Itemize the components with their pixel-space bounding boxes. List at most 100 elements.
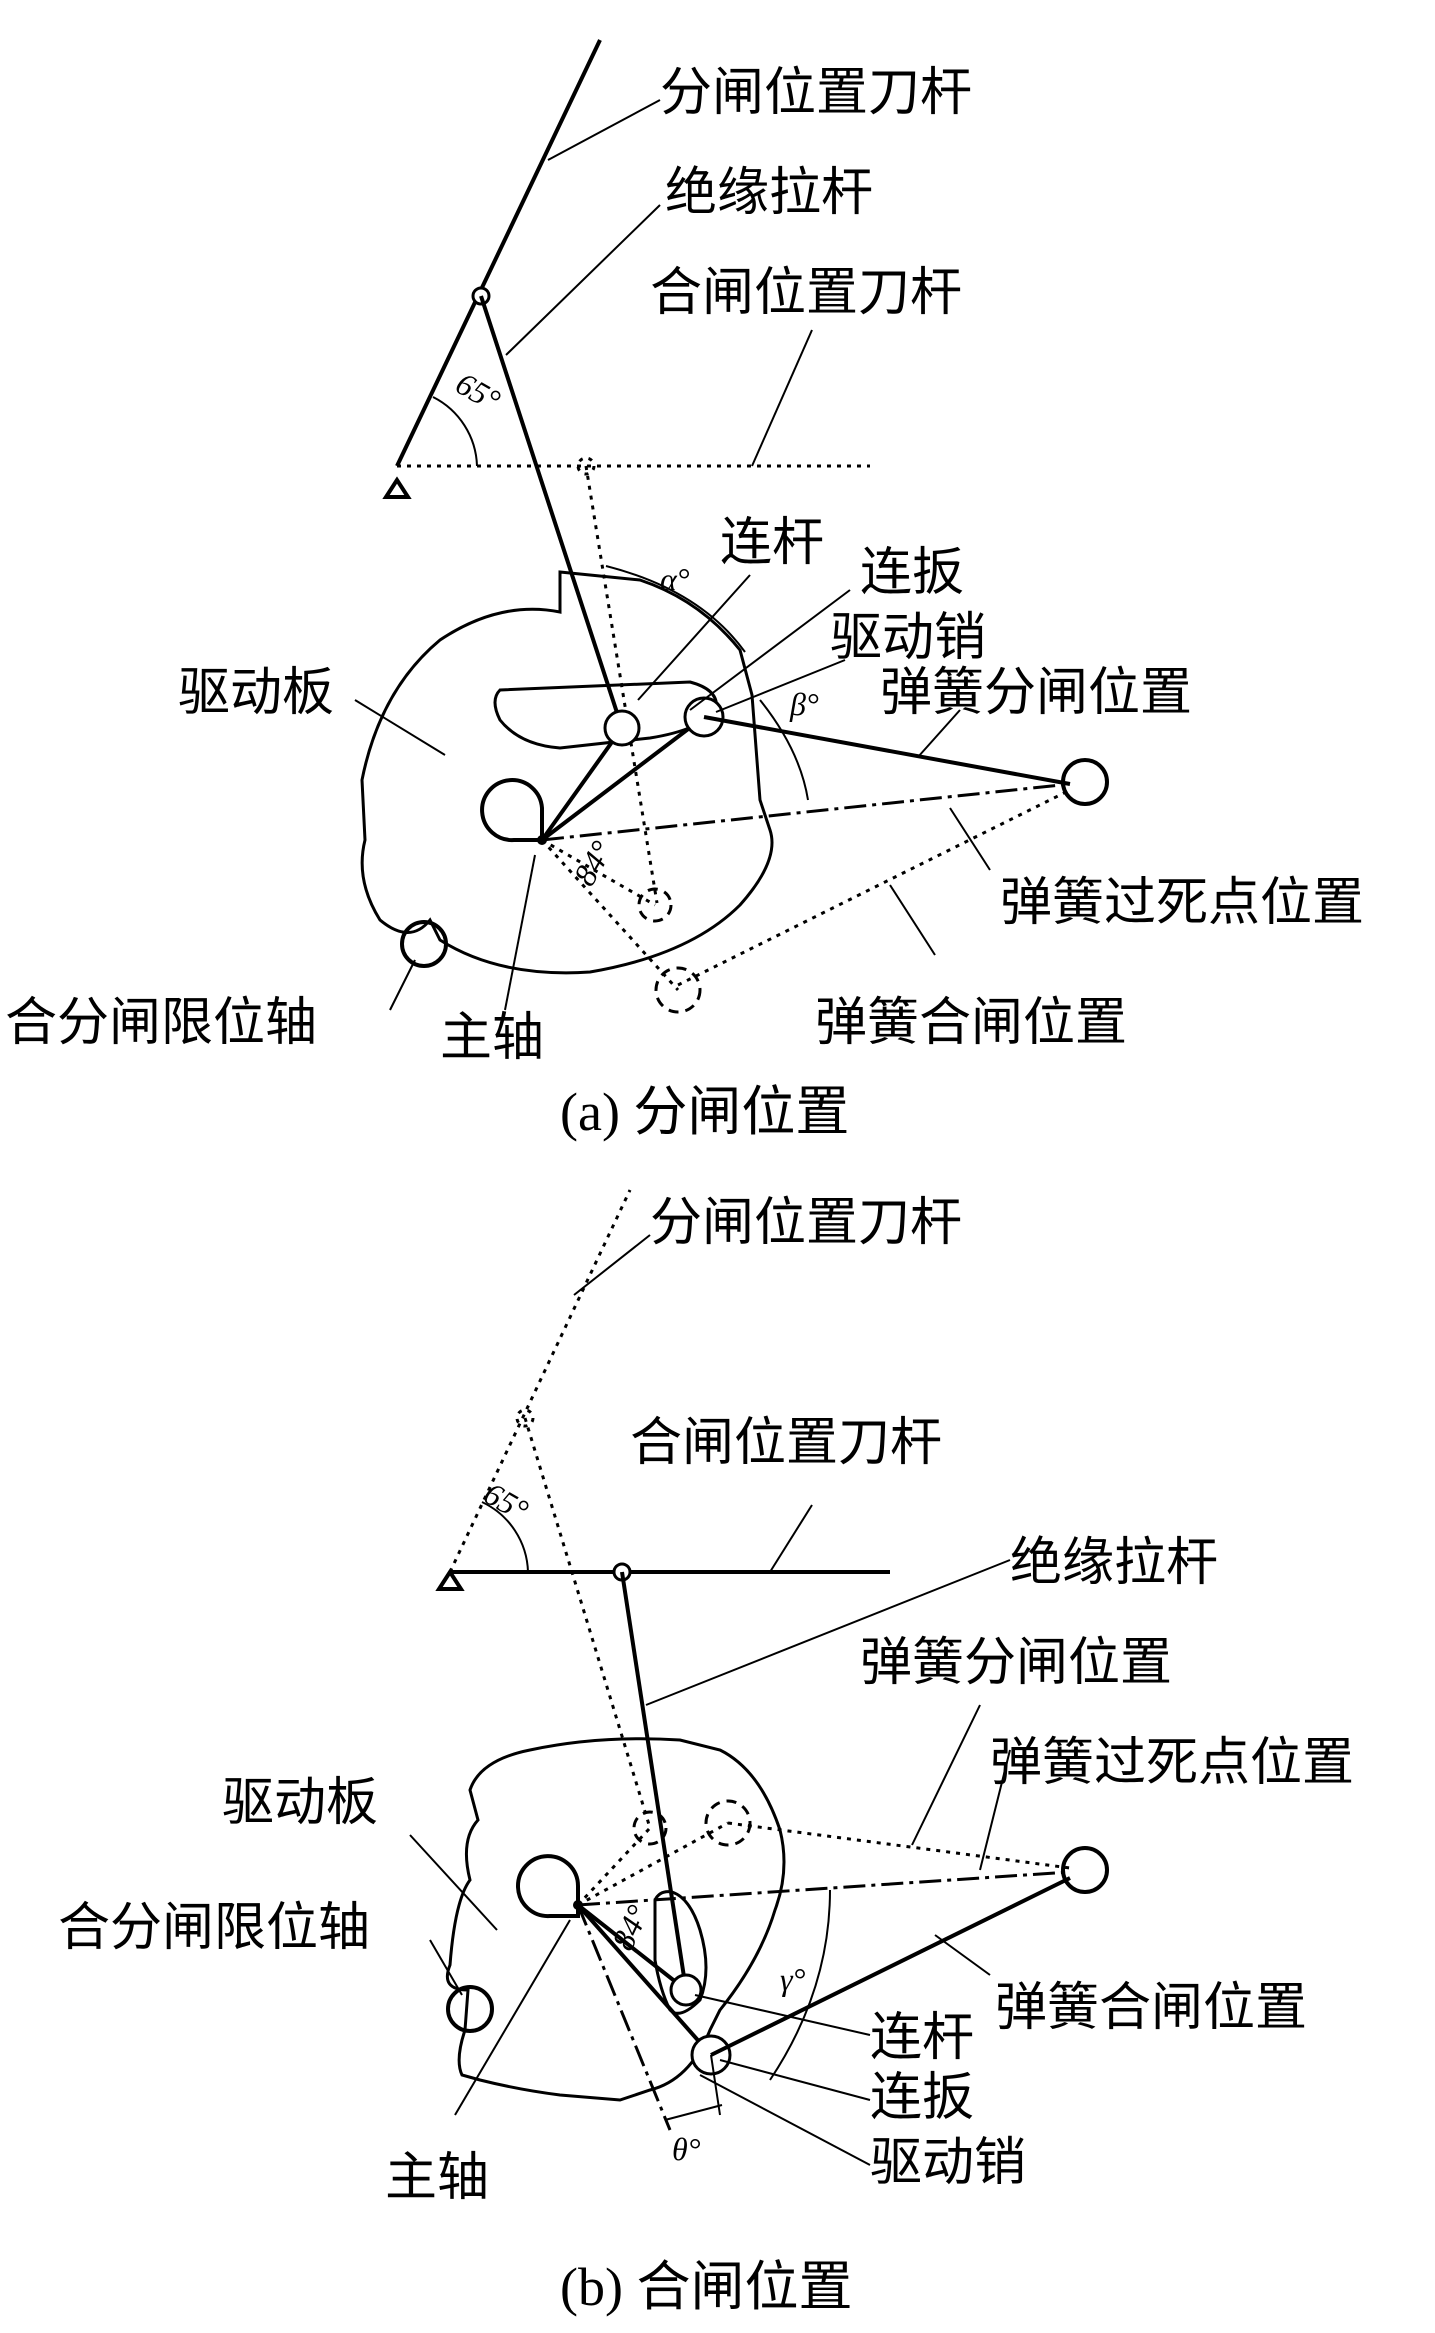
leader-spring-open-b [911, 1704, 981, 1846]
plate-slot-a [493, 680, 718, 750]
label-spring-closed-a: 弹簧合闸位置 [815, 993, 1127, 1053]
label-closed-blade-a: 合闸位置刀杆 [650, 263, 962, 323]
open-blade-b [448, 1189, 632, 1573]
spring-dead-b [577, 1870, 1071, 1907]
label-plate-a: 驱动板 [178, 663, 334, 723]
label-rod-a: 绝缘拉杆 [665, 163, 873, 223]
blade-angle-b: 65° [478, 1475, 535, 1529]
leader-shaft-b [454, 1919, 571, 2116]
open-blade-a [395, 39, 602, 467]
caption-a: (a) 分闸位置 [560, 1082, 849, 1142]
leader-spring-open-a [917, 709, 961, 758]
beta-label-a: β° [789, 686, 819, 722]
link-a [540, 726, 624, 842]
gamma-arc-b [769, 1889, 831, 2081]
leader-link-b [694, 1994, 871, 2036]
label-plate-b: 驱动板 [222, 1773, 378, 1833]
open-joint-b [515, 1408, 535, 1428]
label-rod-b: 绝缘拉杆 [1010, 1533, 1218, 1593]
theta-label-b: θ° [672, 2131, 701, 2167]
leader-plate-a [354, 699, 446, 756]
link-pin-a [603, 709, 641, 747]
leader-link-a [637, 574, 751, 701]
beta-arc-a [759, 699, 809, 801]
leader-shaft-a [504, 854, 536, 1011]
label-pin-b: 驱动销 [870, 2133, 1026, 2193]
drive-plate-a [360, 570, 774, 975]
leader-crank-a [689, 589, 851, 711]
label-shaft-a: 主轴 [440, 1008, 544, 1068]
spring-anchor-b [1061, 1846, 1109, 1894]
leader-closed-blade-b [769, 1504, 813, 1573]
pin-dashed-1-b [632, 1810, 668, 1846]
pin-dashed-2-b [704, 1799, 752, 1847]
spring-closed-b [710, 1876, 1071, 2057]
label-link-b: 连杆 [870, 2008, 974, 2068]
link-b [576, 1903, 688, 1992]
alpha-arc-a [605, 565, 746, 653]
crank-b [576, 1903, 713, 2057]
panel-b: 65° γ° 84° [58, 1189, 1354, 2317]
label-limit-a: 合分闸限位轴 [5, 993, 317, 1053]
insulating-rod-a [479, 295, 624, 729]
leader-rod-b [645, 1559, 1011, 1706]
main-shaft-b [516, 1854, 580, 1919]
ray-2-b [577, 1821, 729, 1907]
label-open-blade-a: 分闸位置刀杆 [660, 63, 972, 123]
caption-b: (b) 合闸位置 [560, 2257, 852, 2317]
rotation-label-b: 84° [604, 1899, 656, 1955]
blade-pivot-a [382, 476, 412, 499]
label-pin-a: 驱动销 [830, 608, 986, 668]
ray-1-a [541, 838, 656, 907]
rod-open-b [523, 1417, 652, 1829]
link-pin-b [669, 1973, 703, 2007]
blade-angle-a: 65° [450, 365, 507, 419]
leader-plate-b [409, 1834, 498, 1931]
leader-crank-b [719, 2059, 871, 2101]
leader-pin-a [715, 659, 846, 713]
leader-spring-closed-a [889, 884, 936, 956]
leader-limit-b [429, 1939, 463, 1996]
leader-open-blade-a [547, 99, 661, 161]
blade-pivot-b [435, 1568, 465, 1591]
limit-shaft-a [400, 920, 448, 968]
gamma-label-b: γ° [780, 1961, 806, 1997]
pin-dashed-1-a [637, 887, 673, 923]
leader-open-blade-b [573, 1234, 651, 1296]
label-limit-b: 合分闸限位轴 [58, 1898, 370, 1958]
label-link-a: 连杆 [720, 513, 824, 573]
blade-angle-arc-b [481, 1501, 529, 1573]
label-crank-b: 连扳 [870, 2068, 974, 2128]
label-spring-closed-b: 弹簧合闸位置 [995, 1978, 1307, 2038]
label-crank-a: 连扳 [860, 543, 964, 603]
label-spring-dead-a: 弹簧过死点位置 [1000, 873, 1364, 933]
ray-2-a [540, 838, 680, 992]
closed-joint-a [576, 456, 596, 476]
label-spring-open-a: 弹簧分闸位置 [880, 663, 1192, 723]
limit-shaft-b [446, 1985, 494, 2033]
label-shaft-b: 主轴 [385, 2148, 489, 2208]
leader-pin-b [699, 2074, 871, 2166]
leader-spring-dead-b [979, 1749, 1011, 1871]
leader-limit-a [389, 959, 416, 1011]
label-closed-blade-b: 合闸位置刀杆 [630, 1413, 942, 1473]
spring-open-a [703, 715, 1071, 786]
blade-angle-arc-a [432, 396, 478, 467]
label-spring-open-b: 弹簧分闸位置 [860, 1633, 1172, 1693]
pin-dashed-2-a [654, 966, 702, 1014]
leader-spring-dead-a [949, 807, 991, 871]
theta-dim-b [664, 2104, 723, 2121]
spring-open-b [727, 1821, 1071, 1870]
alpha-label-a: α° [660, 561, 690, 597]
main-shaft-a [480, 778, 544, 843]
label-open-blade-b: 分闸位置刀杆 [650, 1193, 962, 1253]
theta-line-1-b [576, 1904, 672, 2131]
insulating-rod-b [620, 1571, 688, 1991]
crank-a [540, 715, 706, 842]
ray-1-b [576, 1826, 652, 1907]
leader-spring-closed-b [934, 1934, 991, 1976]
leader-closed-blade-a [751, 329, 813, 467]
spring-dead-a [541, 782, 1071, 842]
leader-rod-a [505, 204, 661, 356]
